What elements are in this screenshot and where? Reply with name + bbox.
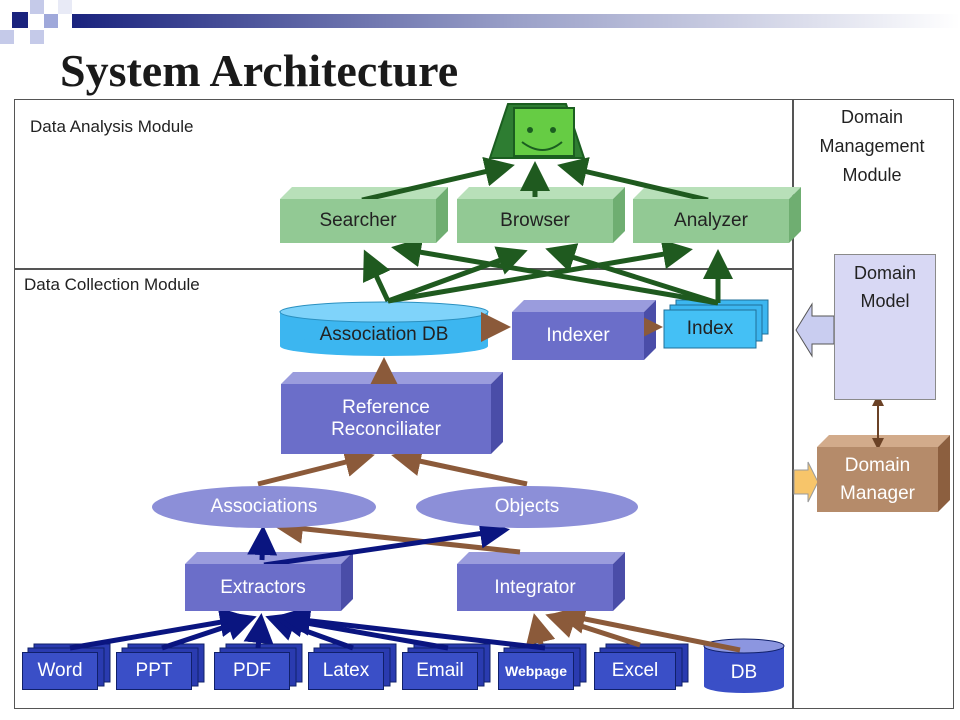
domain-management-line3: Module — [842, 165, 902, 185]
extractors-box: Extractors — [185, 564, 341, 611]
reconciler-line1: Reference — [342, 397, 430, 418]
data-analysis-module-label: Data Analysis Module — [30, 117, 194, 136]
domain-management-module-label: Domain Management Module — [796, 103, 948, 190]
domain-manager-block-arrow-icon — [793, 461, 819, 503]
reconciler-line2: Reconciliater — [331, 419, 441, 440]
domain-model-line2: Model — [860, 291, 910, 311]
associations-ellipse: Associations — [152, 486, 376, 528]
domain-management-line1: Domain — [840, 107, 904, 127]
user-face-icon — [488, 103, 586, 159]
objects-ellipse: Objects — [416, 486, 638, 528]
source-pdf: PDF — [214, 652, 290, 690]
navy-flow-arrows — [69, 518, 546, 651]
index-doc-stack — [663, 299, 769, 349]
data-collection-module-label: Data Collection Module — [24, 275, 200, 294]
integrator-box-sides — [457, 552, 625, 611]
data-to-tool-arrows — [363, 237, 733, 306]
searcher-box: Searcher — [280, 199, 436, 243]
domain-manager-box: Domain Manager — [817, 447, 938, 512]
indexer-box: Indexer — [512, 312, 644, 360]
source-db: DB — [730, 662, 758, 683]
page-title: System Architecture — [60, 45, 459, 96]
data-analysis-panel — [14, 99, 794, 270]
browser-box: Browser — [457, 199, 613, 243]
source-email: Email — [402, 652, 478, 690]
title-banner — [72, 14, 960, 28]
db-cylinder-icon — [703, 638, 785, 693]
extractors-box-sides — [185, 552, 353, 611]
source-word: Word — [22, 652, 98, 690]
domain-management-panel — [792, 99, 954, 709]
domain-manager-box-sides — [817, 435, 950, 512]
association-db-cylinder — [279, 301, 489, 356]
index-label: Index — [686, 318, 734, 339]
association-db-label: Association DB — [319, 324, 449, 345]
corner-squares-icon — [0, 0, 72, 44]
integrator-box: Integrator — [457, 564, 613, 611]
domain-model-block-arrow-icon — [795, 302, 835, 358]
analyzer-box: Analyzer — [633, 199, 789, 243]
source-webpage: Webpage — [498, 652, 574, 690]
domain-model-line1: Domain — [853, 263, 917, 283]
browser-box-sides — [457, 187, 625, 243]
domain-management-line2: Management — [819, 136, 925, 156]
domain-manager-line2: Manager — [840, 482, 915, 504]
domain-model-box: Domain Model — [834, 254, 936, 400]
reference-reconciler-box: Reference Reconciliater — [281, 384, 491, 454]
domain-manager-line1: Domain — [844, 454, 911, 476]
source-latex: Latex — [308, 652, 384, 690]
tool-to-user-arrows — [361, 156, 709, 203]
source-ppt: PPT — [116, 652, 192, 690]
source-excel: Excel — [594, 652, 676, 690]
